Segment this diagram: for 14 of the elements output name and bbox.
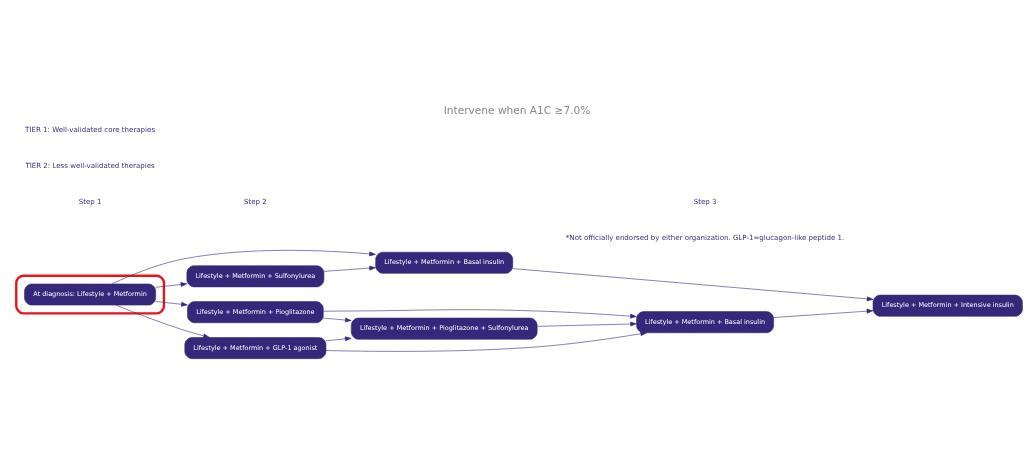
- arrow: [325, 335, 352, 341]
- arrow: [323, 317, 352, 322]
- arrow: [773, 308, 874, 318]
- arrow: [325, 330, 647, 352]
- arrow: [155, 300, 188, 307]
- arrow: [155, 281, 188, 288]
- arrow: [111, 249, 376, 284]
- arrow: [323, 265, 376, 272]
- arrow: [512, 267, 874, 301]
- arrow: [536, 321, 637, 327]
- cluster: [15, 274, 166, 315]
- diagram-title: Intervene when A1C ≥7.0%: [443, 103, 591, 116]
- arrow: [323, 308, 637, 318]
- arrow: [115, 304, 210, 338]
